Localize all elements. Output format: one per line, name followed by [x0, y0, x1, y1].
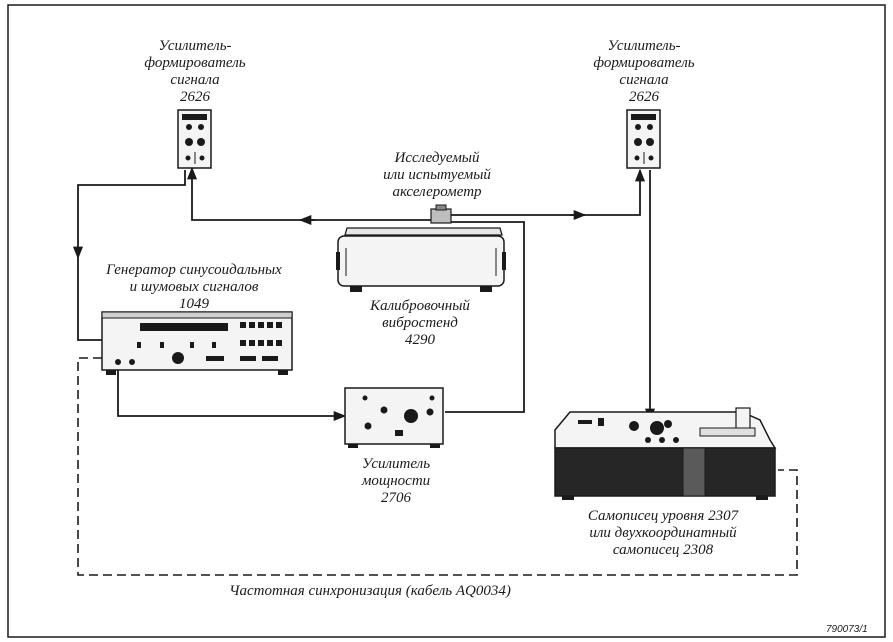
signal-generator-device — [101, 311, 293, 375]
amp-right-label-line1: Усилитель- — [607, 38, 681, 54]
power-amp-label-line2: мощности — [361, 473, 431, 489]
recorder-label-line3: самописец 2308 — [612, 542, 714, 558]
exciter-label: Калибровочный вибростенд 4290 — [360, 298, 480, 349]
generator-label: Генератор синусоидальных и шумовых сигна… — [96, 262, 292, 313]
generator-label-line1: Генератор синусоидальных — [106, 262, 282, 278]
recorder-label: Самописец уровня 2307 или двухкоординатн… — [560, 508, 766, 559]
recorder-label-line1: Самописец уровня 2307 — [587, 508, 739, 524]
accelerometer-label-line1: Исследуемый — [394, 150, 480, 166]
sync-cable — [77, 357, 798, 576]
cable-generator-to-power-amp — [117, 365, 347, 422]
amp-left-label-line3: сигнала — [170, 72, 220, 88]
exciter-label-line1: Калибровочный — [370, 298, 470, 314]
generator-label-line2: и шумовых сигналов — [129, 279, 259, 295]
amp-left-device — [177, 109, 212, 169]
power-amplifier-device — [344, 387, 444, 448]
cable-amp-left-to-generator — [72, 170, 186, 260]
exciter-label-model: 4290 — [405, 332, 435, 348]
amp-left-label-line2: формирователь — [144, 55, 246, 71]
amp-right-label-line3: сигнала — [619, 72, 669, 88]
accelerometer-label-line2: или испытуемый — [383, 167, 491, 183]
amp-right-label-line2: формирователь — [593, 55, 695, 71]
calibration-exciter-device — [336, 204, 506, 292]
cable-power-amp-to-exciter — [445, 221, 525, 413]
power-amp-label-line1: Усилитель — [361, 456, 431, 472]
amp-left-label-model: 2626 — [180, 89, 210, 105]
sync-cable-label: Частотная синхронизация (кабель AQ0034) — [229, 583, 511, 599]
level-recorder-device — [554, 407, 777, 500]
amp-left-label-line1: Усилитель- — [158, 38, 232, 54]
power-amp-label: Усилитель мощности 2706 — [346, 456, 446, 507]
generator-label-model: 1049 — [179, 296, 209, 312]
accelerometer-label-line3: акселерометр — [392, 184, 482, 200]
figure-frame — [7, 4, 886, 638]
exciter-label-line2: вибростенд — [382, 315, 458, 331]
cable-accelerometer-to-amp-right — [447, 168, 646, 216]
accelerometer-label: Исследуемый или испытуемый акселерометр — [362, 150, 512, 201]
power-amp-label-model: 2706 — [381, 490, 411, 506]
figure-code: 790073/1 — [826, 624, 868, 635]
amp-right-label-model: 2626 — [629, 89, 659, 105]
amp-left-label: Усилитель- формирователь сигнала 2626 — [140, 38, 250, 106]
amp-right-label: Усилитель- формирователь сигнала 2626 — [588, 38, 700, 106]
recorder-label-line2: или двухкоординатный — [589, 525, 737, 541]
amp-right-device — [626, 109, 661, 169]
signal-cables — [72, 166, 656, 422]
cable-accelerometer-to-amp-left — [186, 166, 435, 221]
